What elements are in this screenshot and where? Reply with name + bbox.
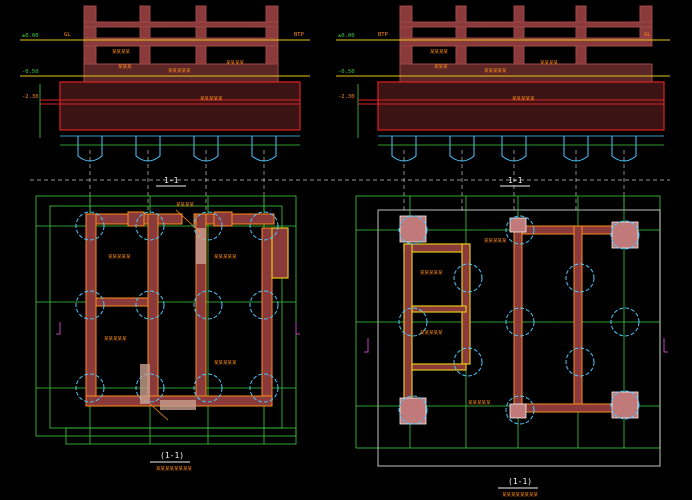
right-tag-left: BTP (378, 32, 389, 38)
left-plan-title: (1-1) (160, 451, 184, 460)
right-plan-beams (403, 225, 629, 415)
left-elev-top: ±0.00 (22, 33, 39, 39)
right-plan-piles (398, 215, 640, 425)
left-plan-subtitle: 某某某某某某某某 (156, 466, 192, 472)
right-elev-bot: -2.30 (338, 94, 355, 100)
right-plan-pile-caps (399, 215, 639, 425)
right-raft-foundation (377, 81, 665, 131)
left-section-marker: 1-1 (164, 176, 179, 185)
right-section-frame (399, 5, 653, 83)
right-plan-callout-4: 某某某某某 (468, 400, 491, 406)
right-plan-callout-3: 某某某某某 (420, 330, 443, 336)
right-note-2: 某某某某 (540, 60, 558, 66)
left-tag-right: BTP (294, 32, 305, 38)
left-plan-callout-1: 某某某某 (176, 202, 194, 208)
projection-lines (30, 150, 670, 210)
right-section-marker: 1-1 (508, 176, 523, 185)
right-plan-callout-2: 某某某某某 (420, 270, 443, 276)
left-elev-mid: -0.50 (22, 69, 39, 75)
right-note-4: 某某某某某 (484, 68, 507, 74)
left-elev-bot: -2.30 (22, 94, 39, 100)
left-section-piles (77, 136, 277, 162)
left-note-4: 某某某某某 (168, 68, 191, 74)
left-plan-callout-5: 某某某某某 (214, 360, 237, 366)
left-plan-piles (75, 211, 279, 403)
left-plan-beams (85, 211, 289, 407)
left-section-view: ±0.00 -0.50 -2.30 GL BTP 某某某某 某某某某 某某某 某… (20, 5, 310, 187)
left-note-3: 某某某 (118, 64, 132, 70)
left-note-5: 某某某某某 (200, 96, 223, 102)
left-foundation-plan: 某某某某 某某某某某 某某某某某 某某某某某 某某某某某 (1-1) 某某某某某… (35, 195, 300, 472)
left-note-1: 某某某某 (112, 49, 130, 55)
left-raft-foundation (59, 81, 301, 131)
right-section-view: ±0.00 -0.50 -2.30 BTP GL 某某某某 某某某某 某某某 某… (336, 5, 670, 187)
right-tag-right: GL (644, 32, 651, 38)
right-plan-title: (1-1) (508, 477, 532, 486)
right-note-1: 某某某某 (430, 49, 448, 55)
left-tag-left: GL (64, 32, 71, 38)
left-plan-callout-4: 某某某某某 (104, 336, 127, 342)
right-plan-callout-1: 某某某某某 (484, 238, 507, 244)
left-plan-callout-3: 某某某某某 (214, 254, 237, 260)
right-plan-subtitle: 某某某某某某某某 (502, 492, 538, 498)
right-note-3: 某某某 (434, 64, 448, 70)
left-note-2: 某某某某 (226, 60, 244, 66)
right-note-5: 某某某某某 (512, 96, 535, 102)
left-section-frame (83, 5, 279, 83)
left-plan-callout-2: 某某某某某 (108, 254, 131, 260)
right-elev-top: ±0.00 (338, 33, 355, 39)
right-foundation-plan: 某某某某某 某某某某某 某某某某某 某某某某某 (1-1) 某某某某某某某某 (355, 195, 668, 498)
right-elev-mid: -0.50 (338, 69, 355, 75)
